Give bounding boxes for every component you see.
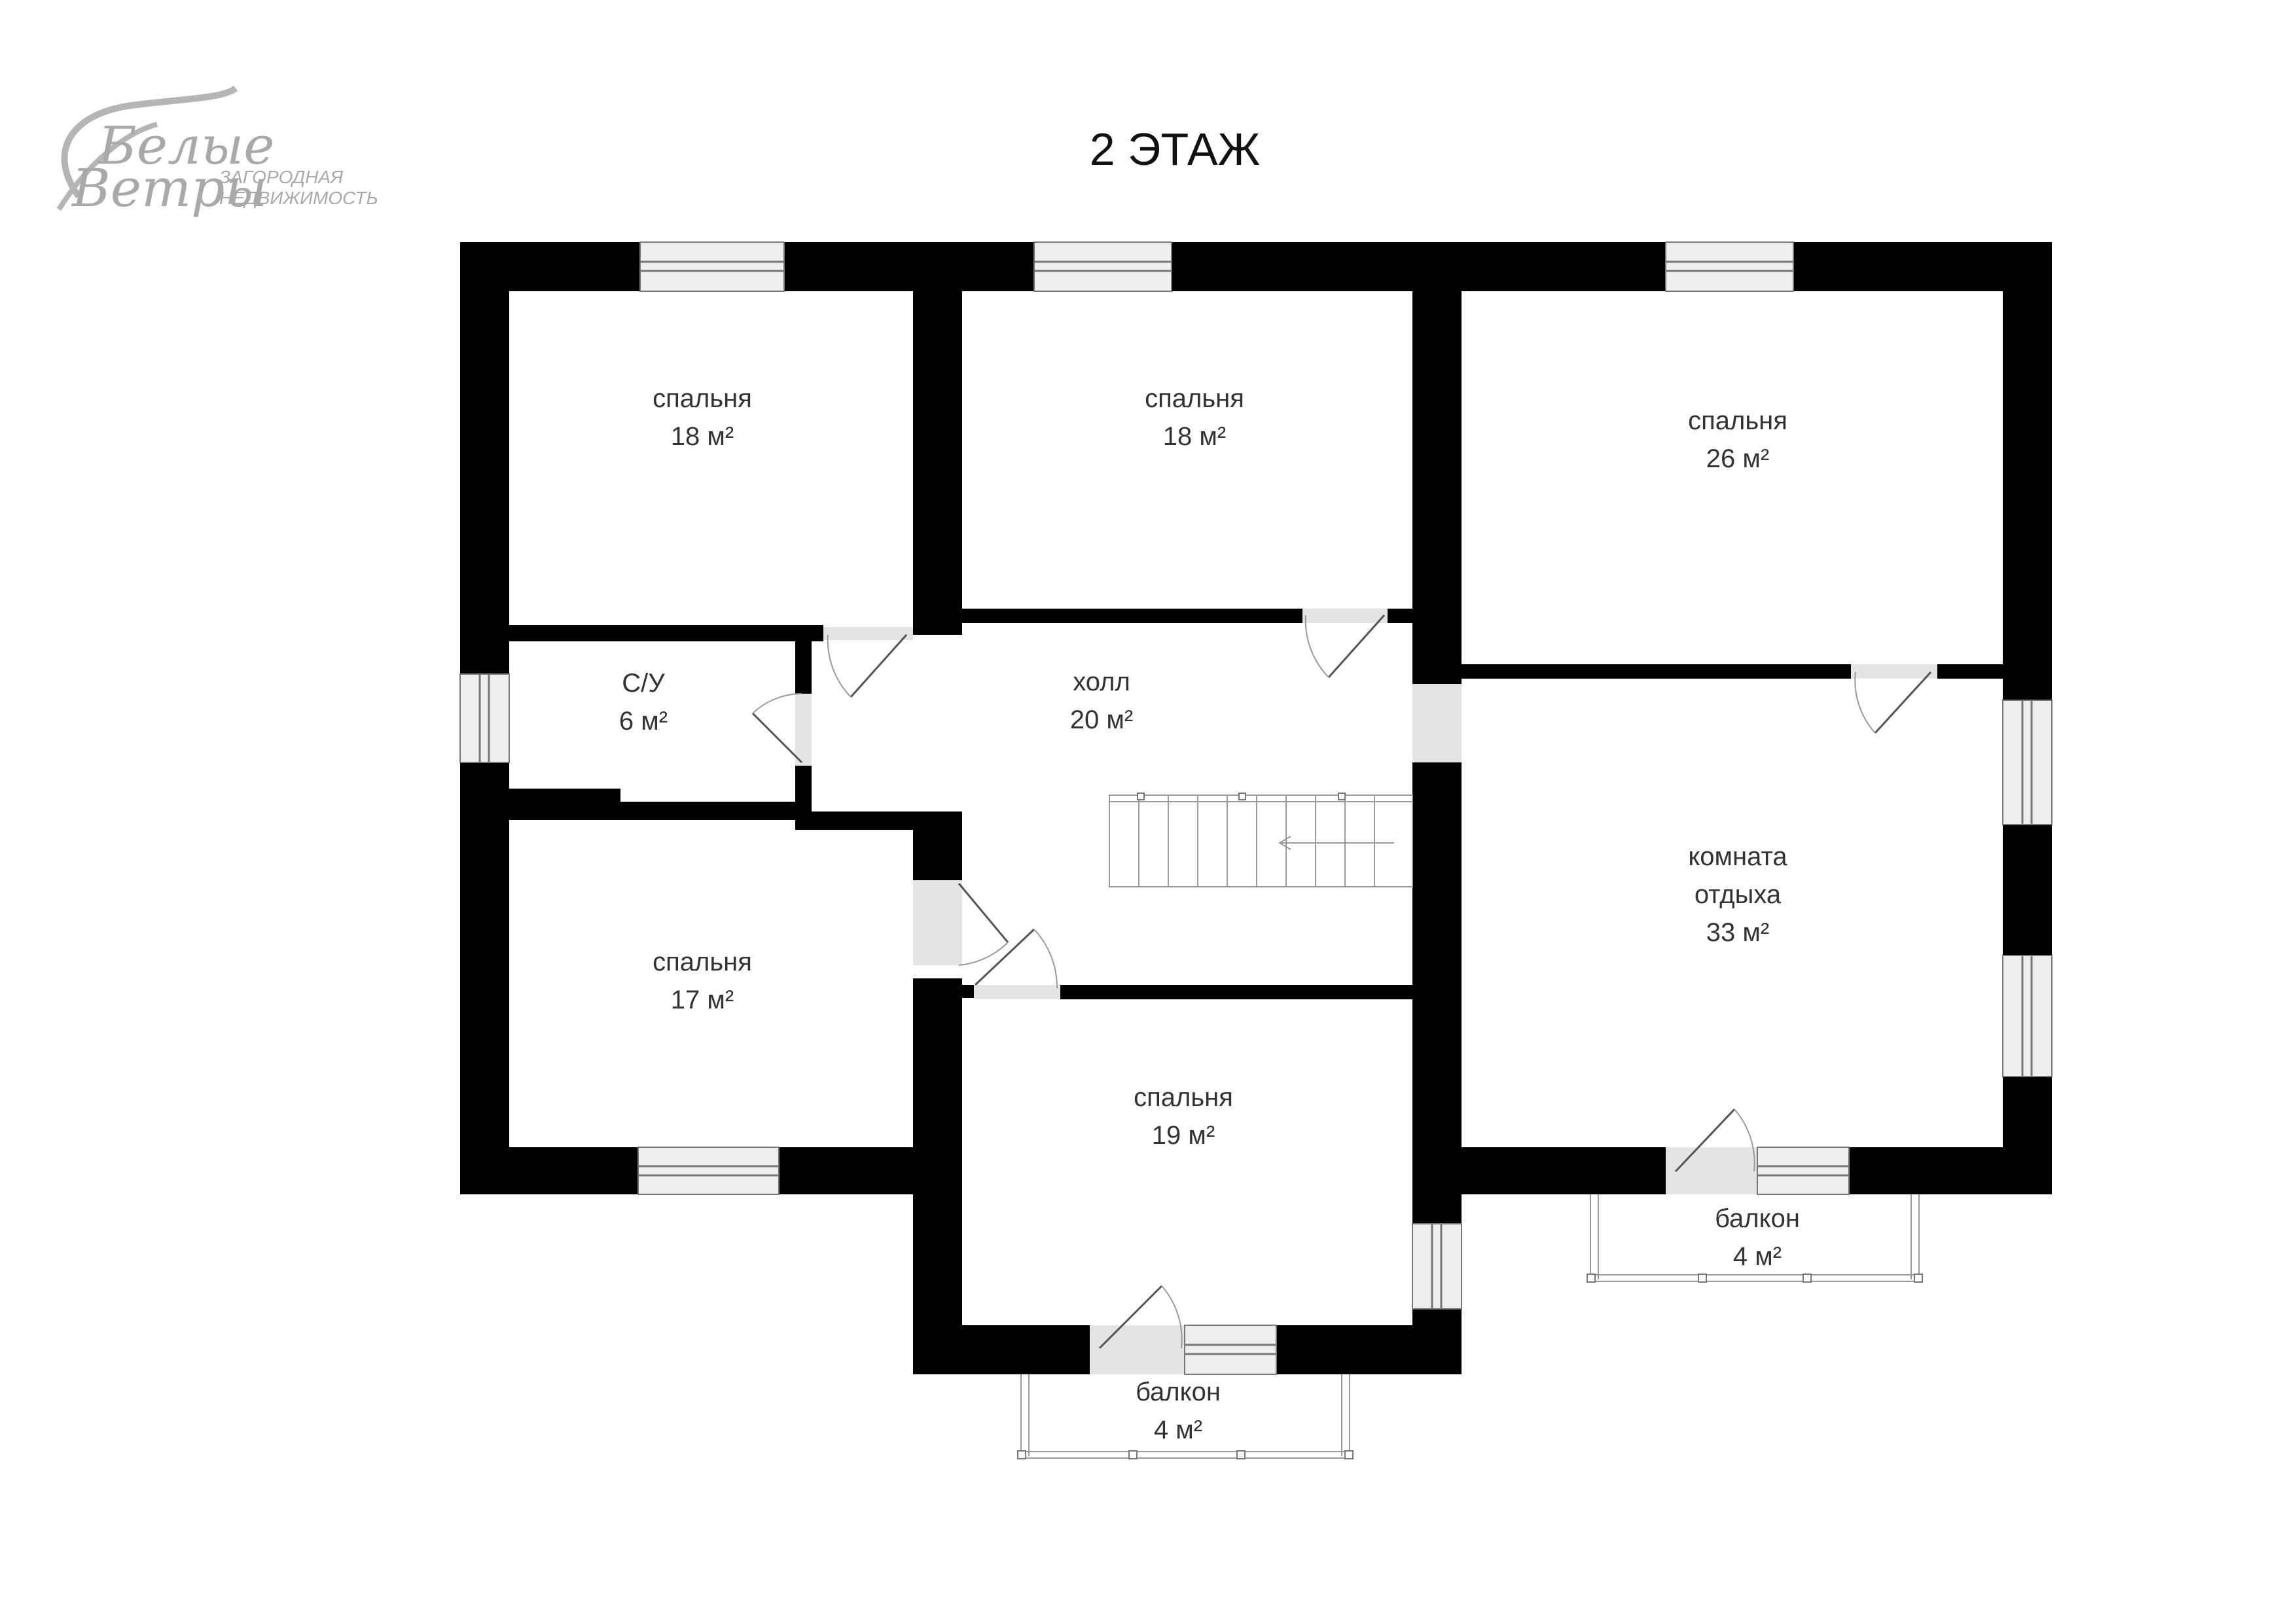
door-bedroom-1 (823, 627, 913, 698)
logo-line1: Белые (97, 115, 275, 176)
room-bedroom-2-name: спальня (1145, 384, 1244, 413)
window-bottom-left (637, 1147, 780, 1195)
floor-title: 2 ЭТАЖ (1090, 124, 1260, 175)
window-top-1 (639, 241, 785, 292)
room-bedroom-5-name: спальня (1134, 1083, 1233, 1112)
room-bedroom-4-area: 17 м² (671, 986, 734, 1014)
balcony-lower (1017, 1374, 1354, 1459)
window-right-1 (2002, 700, 2053, 825)
room-lounge-area: 33 м² (1706, 918, 1769, 947)
room-hall-name: холл (1073, 668, 1130, 696)
staircase (1109, 793, 1413, 887)
window-left (459, 673, 510, 763)
stair-arrow-head (1278, 836, 1291, 850)
room-bathroom-area: 6 м² (619, 707, 668, 736)
door-balcony-1 (1090, 1285, 1277, 1375)
room-bathroom-name: С/У (622, 669, 665, 698)
logo-line2: Ветры (71, 158, 267, 219)
door-bedroom-4 (958, 883, 1009, 966)
window-top-2 (1033, 241, 1172, 292)
room-balcony-1-area: 4 м² (1154, 1416, 1202, 1444)
room-bedroom-1-area: 18 м² (671, 422, 734, 451)
company-logo: Белые Ветры ЗАГОРОДНАЯ НЕДВИЖИМОСТЬ (56, 85, 378, 219)
window-right-2 (2002, 955, 2053, 1077)
logo-tag2: НЕДВИЖИМОСТЬ (219, 188, 378, 208)
balcony-right (1587, 1194, 1923, 1283)
window-top-3 (1665, 241, 1794, 292)
room-bedroom-3-area: 26 м² (1706, 444, 1769, 473)
room-bedroom-5-area: 19 м² (1152, 1121, 1215, 1150)
door-lounge (1851, 664, 1937, 734)
windows (459, 241, 2053, 1310)
room-lounge-name: комната (1688, 842, 1787, 871)
room-balcony-2-name: балкон (1715, 1204, 1800, 1233)
doors (751, 609, 1937, 1375)
door-bedroom-5 (974, 928, 1060, 999)
room-hall-area: 20 м² (1070, 705, 1133, 734)
room-lounge-name-2: отдыха (1695, 880, 1782, 909)
room-bedroom-4-name: спальня (653, 948, 752, 976)
room-labels: спальня 18 м² спальня 18 м² спальня 26 м… (619, 384, 1800, 1444)
logo-tag1: ЗАГОРОДНАЯ (219, 167, 344, 187)
door-bathroom (751, 693, 812, 766)
room-balcony-1-name: балкон (1136, 1378, 1221, 1406)
room-bedroom-2-area: 18 м² (1163, 422, 1226, 451)
room-balcony-2-area: 4 м² (1733, 1242, 1782, 1271)
room-bedroom-3-name: спальня (1688, 406, 1787, 435)
window-protrusion-right (1412, 1223, 1462, 1310)
room-bedroom-1-name: спальня (653, 384, 752, 413)
door-bedroom-2 (1302, 609, 1388, 679)
door-balcony-2 (1666, 1108, 1850, 1195)
